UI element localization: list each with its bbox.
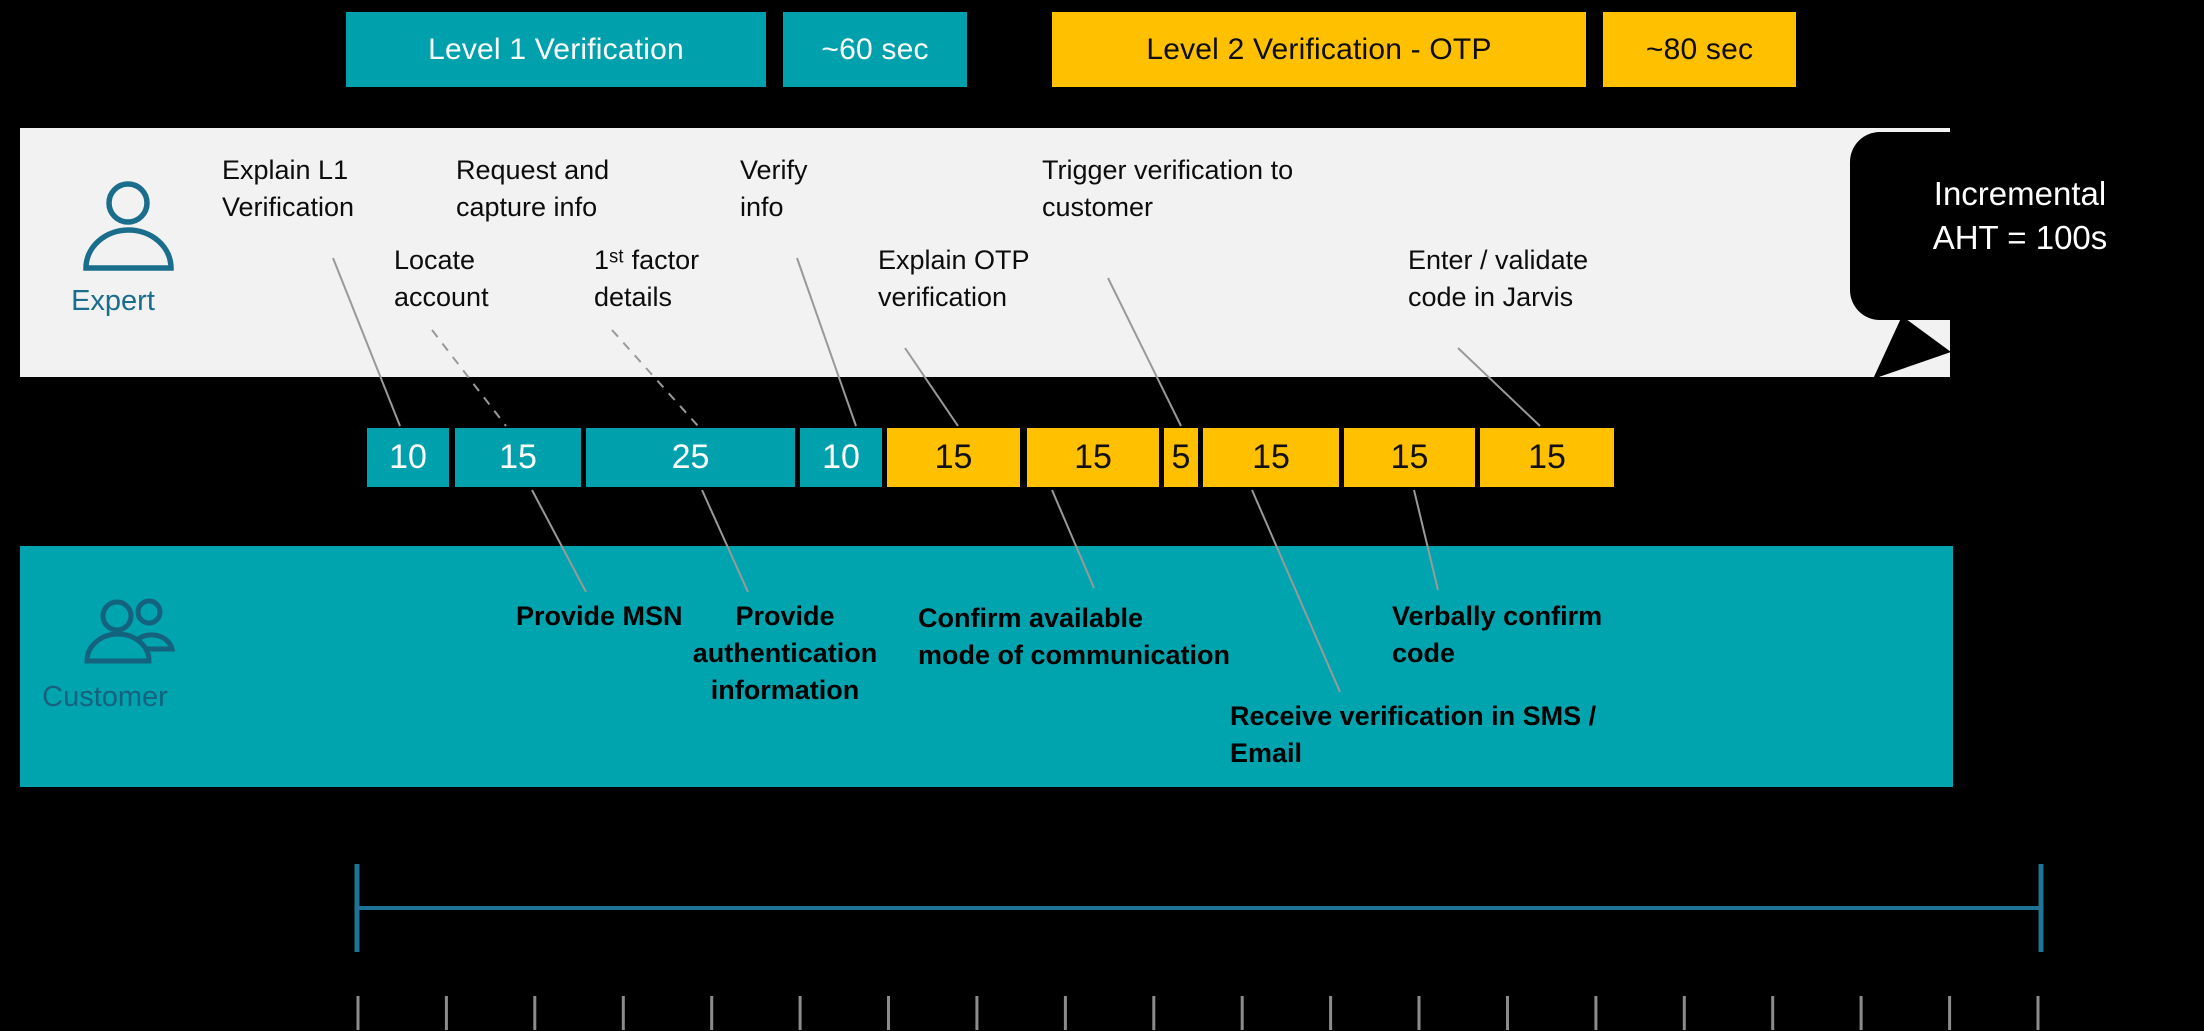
task-line: Email xyxy=(1230,738,1303,768)
phase2-duration-badge: ~80 sec xyxy=(1603,12,1796,87)
customer-task-receive-verification: Receive verification in SMS / Email xyxy=(1230,698,1596,772)
task-line: information xyxy=(710,675,860,705)
segment-seconds: 15 xyxy=(1074,438,1112,476)
segment-seconds: 25 xyxy=(671,438,710,476)
timeline-segment: 15 xyxy=(1480,428,1614,487)
incremental-aht-callout: Incremental AHT = 100s xyxy=(1850,132,2190,320)
expert-task-explain-l1: Explain L1 Verification xyxy=(222,152,354,226)
task-line: 1ˢᵗ factor xyxy=(594,245,700,275)
phase2-label: Level 2 Verification - OTP xyxy=(1146,32,1492,66)
expert-person-icon xyxy=(83,181,174,271)
task-line: Explain L1 xyxy=(222,155,349,185)
expert-task-enter-validate: Enter / validate code in Jarvis xyxy=(1408,242,1588,316)
task-line: Locate xyxy=(394,245,476,275)
phase1-label: Level 1 Verification xyxy=(428,32,684,66)
task-line: Provide MSN xyxy=(516,601,683,631)
timeline-segment: 10 xyxy=(367,428,449,487)
phase2-duration: ~80 sec xyxy=(1645,32,1754,66)
timeline-segment: 15 xyxy=(1203,428,1339,487)
customer-lane xyxy=(20,546,1953,787)
phase1-duration-badge: ~60 sec xyxy=(783,12,967,87)
customer-task-verbally-confirm: Verbally confirm code xyxy=(1392,598,1602,672)
callout-line: Incremental xyxy=(1933,175,2107,212)
task-line: info xyxy=(740,192,784,222)
expert-task-verify-info: Verify info xyxy=(740,152,808,226)
expert-lane-label: Expert xyxy=(71,285,155,317)
expert-task-locate-account: Locate account xyxy=(394,242,489,316)
timeline-segment: 5 xyxy=(1164,428,1198,487)
task-line: Enter / validate xyxy=(1408,245,1589,275)
timeline-segment: 15 xyxy=(455,428,581,487)
phase1-duration: ~60 sec xyxy=(821,32,929,66)
task-line: details xyxy=(594,282,673,312)
segment-seconds: 15 xyxy=(1528,438,1566,476)
axis-tick-marks xyxy=(356,996,2040,1030)
task-line: Verbally confirm xyxy=(1392,601,1603,631)
timeline-segment: 10 xyxy=(800,428,882,487)
segment-seconds: 10 xyxy=(822,438,860,476)
task-line: Trigger verification to xyxy=(1042,155,1294,185)
task-line: Verification xyxy=(222,192,355,222)
callout-tail xyxy=(1873,316,1951,379)
customer-leader-lines xyxy=(531,489,1439,693)
customer-people-icon xyxy=(84,598,176,664)
segment-seconds: 15 xyxy=(1390,438,1429,476)
expert-task-first-factor: 1ˢᵗ factor details xyxy=(594,242,699,316)
task-line: account xyxy=(394,282,489,312)
expert-task-explain-otp: Explain OTP verification xyxy=(878,242,1030,316)
segment-seconds: 15 xyxy=(934,438,973,476)
timeline-segment: 15 xyxy=(1027,428,1159,487)
task-line: Confirm available xyxy=(918,603,1144,633)
timeline-segment: 25 xyxy=(586,428,795,487)
segment-seconds: 15 xyxy=(499,438,537,476)
task-line: customer xyxy=(1042,192,1154,222)
task-line: Request and xyxy=(456,155,610,185)
time-ruler xyxy=(354,864,2044,952)
segment-seconds: 5 xyxy=(1171,438,1191,476)
task-line: verification xyxy=(878,282,1008,312)
customer-task-confirm-mode: Confirm available mode of communication xyxy=(918,600,1230,674)
task-line: capture info xyxy=(456,192,598,222)
callout-line: AHT = 100s xyxy=(1932,219,2108,256)
timeline-segment: 15 xyxy=(1344,428,1475,487)
task-line: Receive verification in SMS / xyxy=(1230,701,1597,731)
customer-task-provide-auth: Provide authentication information xyxy=(645,598,925,709)
task-line: mode of communication xyxy=(918,640,1231,670)
task-line: Verify xyxy=(740,155,808,185)
expert-task-trigger-verification: Trigger verification to customer xyxy=(1042,152,1293,226)
segment-seconds: 10 xyxy=(389,438,427,476)
task-line: code xyxy=(1392,638,1456,668)
segment-seconds: 15 xyxy=(1252,438,1290,476)
task-line: Provide authentication xyxy=(692,601,878,668)
expert-task-request-capture: Request and capture info xyxy=(456,152,609,226)
phase2-header: Level 2 Verification - OTP xyxy=(1052,12,1586,87)
phase1-header: Level 1 Verification xyxy=(346,12,766,87)
expert-lane xyxy=(20,128,1950,377)
customer-task-provide-msn: Provide MSN xyxy=(516,598,683,635)
expert-leader-lines xyxy=(332,257,1541,427)
task-line: code in Jarvis xyxy=(1408,282,1574,312)
customer-lane-label: Customer xyxy=(42,681,168,713)
timeline-segment: 15 xyxy=(887,428,1020,487)
task-line: Explain OTP xyxy=(878,245,1030,275)
